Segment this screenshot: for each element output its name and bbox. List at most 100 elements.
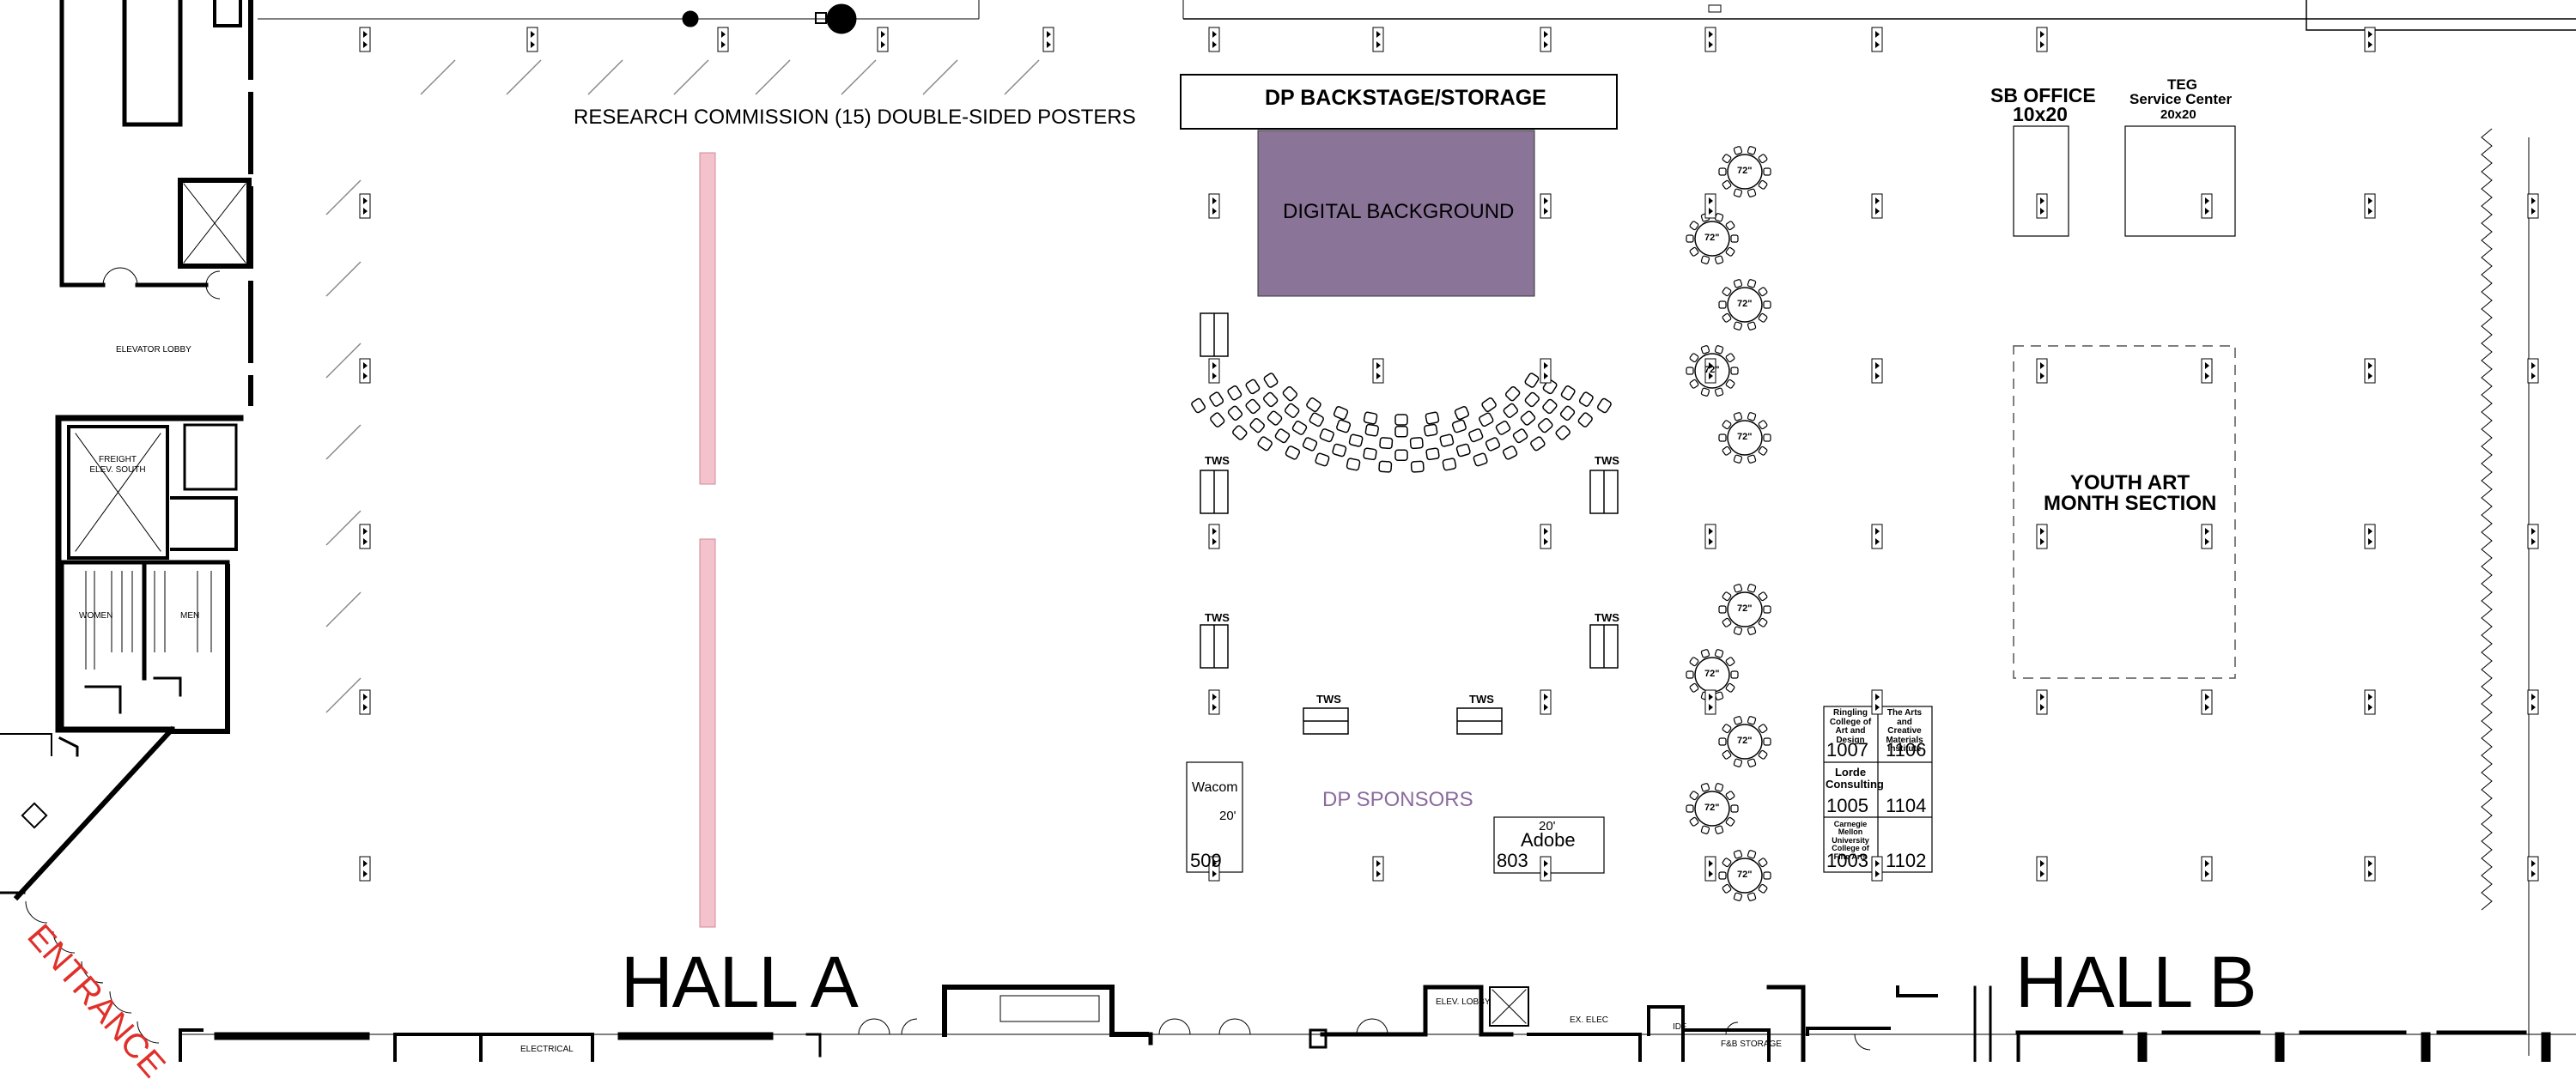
column-markers bbox=[359, 27, 2539, 882]
column-marker bbox=[1871, 856, 1883, 882]
theater-chair bbox=[1191, 397, 1206, 414]
column-marker bbox=[1372, 856, 1384, 882]
theater-chair bbox=[1442, 458, 1457, 471]
column-marker bbox=[2036, 856, 2048, 882]
column-marker bbox=[359, 358, 371, 384]
round-table bbox=[1718, 146, 1771, 197]
theater-chair bbox=[1555, 425, 1571, 440]
theater-chair bbox=[1455, 443, 1471, 458]
theater-chair bbox=[1332, 443, 1347, 458]
theater-chair bbox=[1559, 405, 1576, 421]
column-marker bbox=[2527, 193, 2539, 219]
booth-1003-name: Carnegie Mellon University College of Fi… bbox=[1832, 820, 1869, 861]
theater-chair bbox=[1423, 423, 1438, 437]
booth-1007-name: Ringling College of Art and Design bbox=[1829, 708, 1872, 745]
theater-chair bbox=[1454, 406, 1470, 421]
women-label: WOMEN bbox=[79, 611, 113, 621]
column-marker bbox=[1704, 856, 1716, 882]
theater-chair bbox=[1451, 419, 1467, 433]
theater-chair bbox=[1524, 391, 1540, 408]
booth-1104-number: 1104 bbox=[1886, 795, 1927, 816]
column-marker bbox=[1871, 689, 1883, 715]
column-marker bbox=[2036, 193, 2048, 219]
poster-wall-lower bbox=[699, 538, 716, 928]
adobe-number: 803 bbox=[1497, 850, 1528, 871]
restroom-fixtures bbox=[85, 571, 212, 670]
theater-chair bbox=[1267, 410, 1283, 426]
theater-chair bbox=[1346, 458, 1361, 471]
ex-elec-label: EX. ELEC bbox=[1570, 1015, 1609, 1025]
round-table-size-label: 72" bbox=[1737, 870, 1753, 880]
column-marker bbox=[1042, 27, 1054, 52]
dp-backstage-label: DP BACKSTAGE/STORAGE bbox=[1265, 86, 1546, 110]
hall-a-label: HALL A bbox=[621, 942, 859, 1022]
theater-chair bbox=[1394, 414, 1408, 426]
column-marker bbox=[2201, 524, 2213, 549]
column-marker bbox=[359, 856, 371, 882]
youth-art-box bbox=[2013, 345, 2236, 679]
column-marker bbox=[2364, 358, 2376, 384]
tws-label: TWS bbox=[1316, 693, 1341, 706]
column-marker bbox=[2527, 856, 2539, 882]
dp-sponsors-label: DP SPONSORS bbox=[1322, 788, 1473, 811]
column-marker bbox=[1540, 856, 1552, 882]
column-marker bbox=[1208, 524, 1220, 549]
theater-chair bbox=[1542, 398, 1558, 415]
theater-chair bbox=[1262, 391, 1279, 408]
men-label: MEN bbox=[180, 611, 200, 621]
top-boundary bbox=[258, 0, 2576, 34]
booth-1106-name: The Arts and Creative Materials Institut… bbox=[1886, 708, 1923, 754]
column-marker bbox=[359, 193, 371, 219]
theater-chair bbox=[1282, 385, 1298, 402]
theater-chair bbox=[1291, 421, 1308, 435]
column-marker bbox=[1704, 524, 1716, 549]
theater-chair bbox=[1249, 417, 1265, 433]
booth-1003-number: 1003 bbox=[1826, 850, 1868, 871]
column-marker bbox=[1871, 524, 1883, 549]
theater-chair bbox=[1363, 411, 1378, 425]
youth-art-line1: YOUTH ART bbox=[2070, 471, 2190, 494]
fb-storage-label: F&B STORAGE bbox=[1721, 1040, 1782, 1049]
column-marker bbox=[2527, 358, 2539, 384]
column-marker bbox=[2036, 524, 2048, 549]
elevator-lobby-label: ELEVATOR LOBBY bbox=[116, 345, 191, 355]
round-table-size-label: 72" bbox=[1704, 669, 1720, 679]
theater-chair bbox=[1578, 391, 1594, 407]
round-table bbox=[1686, 213, 1739, 264]
theater-chair bbox=[1481, 397, 1497, 413]
theater-chair bbox=[1232, 425, 1248, 440]
theater-chair bbox=[1394, 426, 1408, 438]
theater-chair bbox=[1577, 412, 1593, 427]
theater-chair bbox=[1409, 437, 1424, 450]
column-marker bbox=[717, 27, 729, 52]
theater-chair bbox=[1495, 421, 1511, 435]
theater-chair bbox=[1468, 428, 1484, 443]
column-marker bbox=[1208, 193, 1220, 219]
booth-1106-number: 1106 bbox=[1886, 739, 1927, 761]
tws-label: TWS bbox=[1595, 611, 1619, 624]
bottom-walls bbox=[179, 985, 2576, 1062]
tws-label: TWS bbox=[1469, 693, 1494, 706]
round-table bbox=[1718, 279, 1771, 330]
theater-chair bbox=[1479, 412, 1494, 427]
round-table-size-label: 72" bbox=[1737, 736, 1753, 746]
theater-chair bbox=[1227, 405, 1243, 421]
column-marker bbox=[2364, 193, 2376, 219]
theater-chair bbox=[1363, 447, 1377, 461]
theater-chair bbox=[1315, 452, 1330, 467]
theater-chair bbox=[1504, 385, 1521, 402]
theater-chair bbox=[1274, 428, 1291, 444]
idf-label: IDF bbox=[1673, 1022, 1687, 1032]
theater-chair bbox=[1284, 403, 1300, 418]
round-tables bbox=[1686, 146, 1771, 901]
round-table-size-label: 72" bbox=[1704, 233, 1720, 243]
column-marker bbox=[1208, 856, 1220, 882]
theater-chair bbox=[1209, 391, 1224, 407]
booth-1102-number: 1102 bbox=[1886, 850, 1927, 871]
column-marker bbox=[2201, 856, 2213, 882]
teg-subtitle: Service Center bbox=[2129, 91, 2233, 107]
round-table bbox=[1686, 783, 1739, 834]
theater-chair bbox=[1364, 423, 1380, 437]
theater-chair bbox=[1227, 385, 1242, 401]
column-marker bbox=[1540, 27, 1552, 52]
